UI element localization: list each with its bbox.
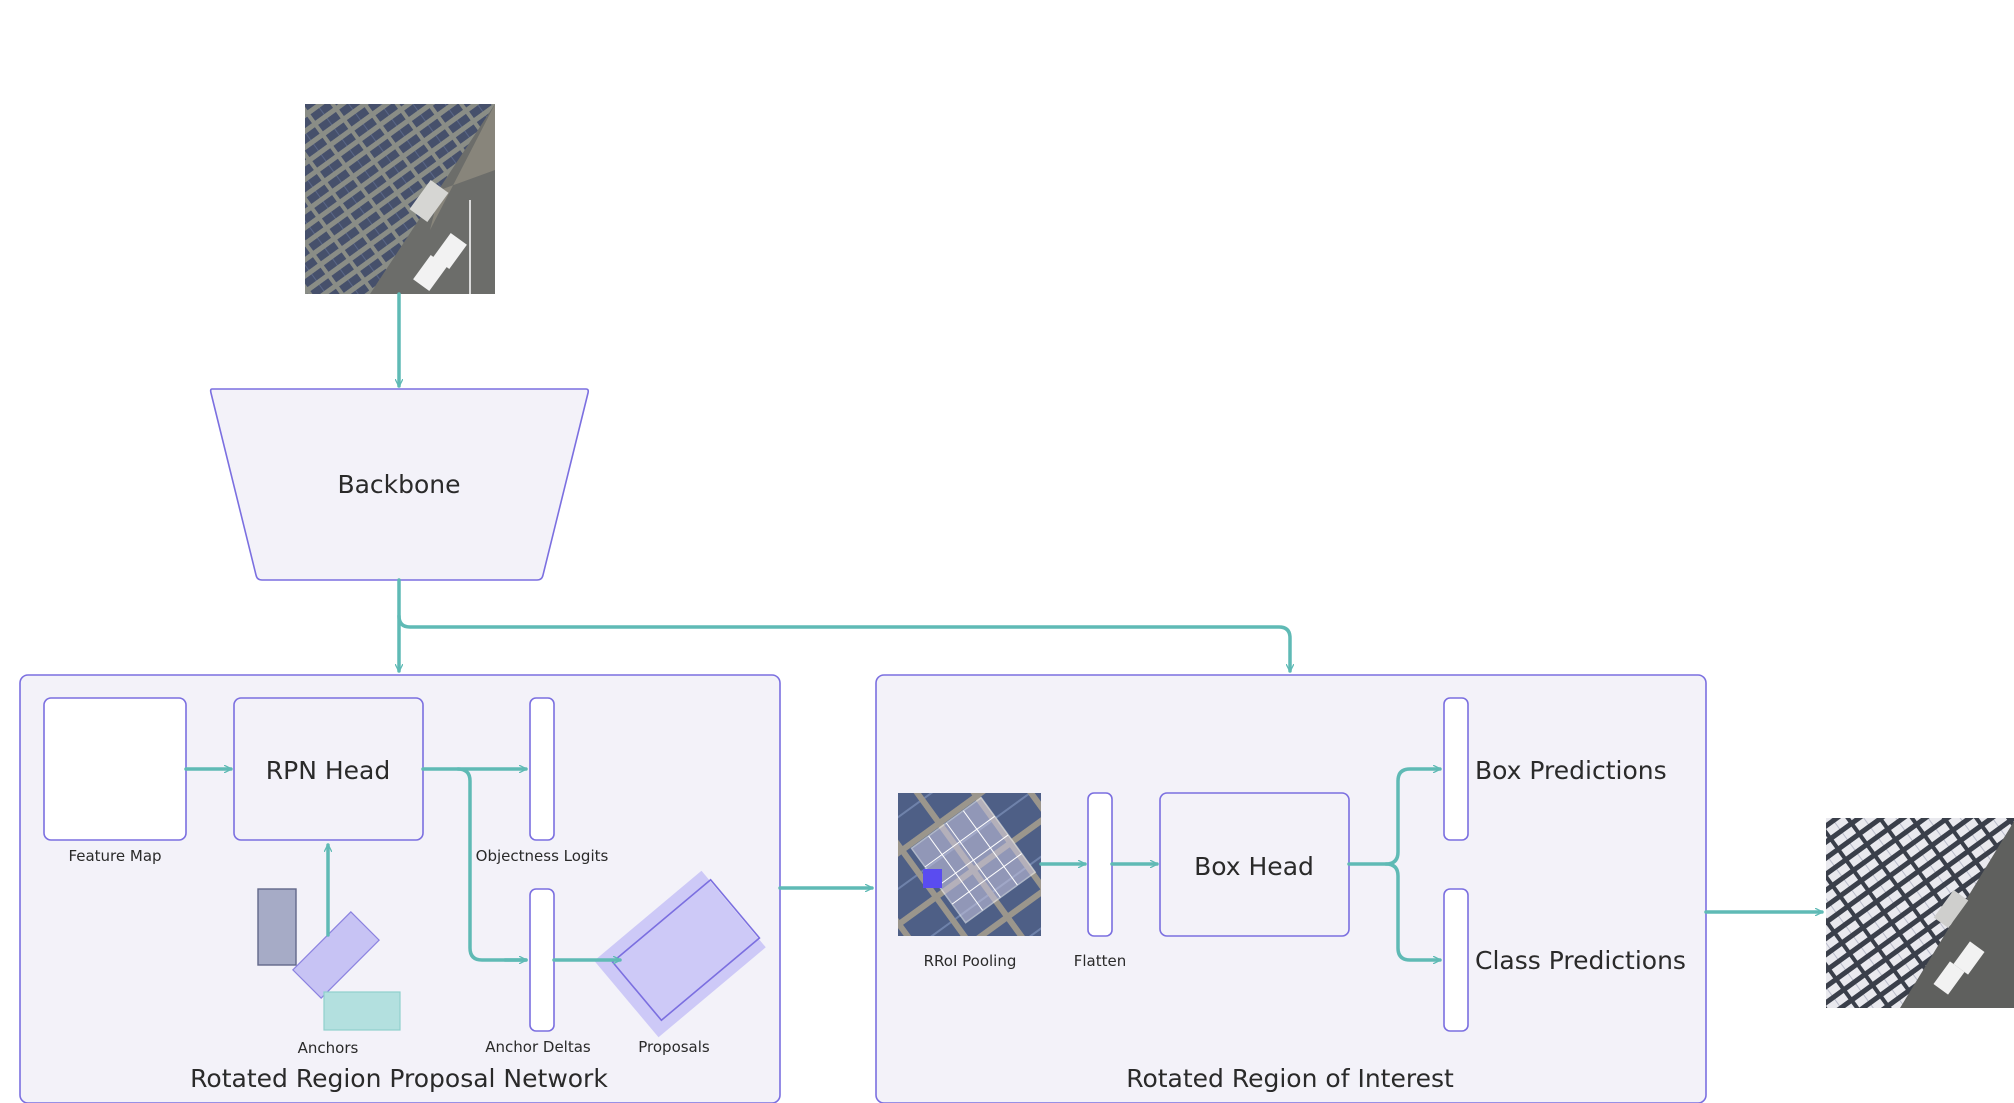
flatten-bar <box>1087 792 1113 937</box>
backbone-label: Backbone <box>337 470 460 499</box>
class-predictions-label: Class Predictions <box>1475 946 1686 975</box>
class-predictions-bar <box>1443 888 1469 1032</box>
rpn-panel <box>19 674 781 1103</box>
proposal-back <box>594 870 766 1038</box>
feature-map-box <box>43 697 187 841</box>
arrow-backbone-to-roi <box>397 614 1290 673</box>
arrow-rpnhead-to-deltas <box>456 767 528 962</box>
pooled-cell-highlight <box>923 869 942 888</box>
connectors <box>184 292 1824 962</box>
proposal-front <box>611 878 761 1022</box>
roi-title: Rotated Region of Interest <box>1126 1064 1454 1093</box>
input-image <box>305 104 495 294</box>
rroi-pooling-label: RRoI Pooling <box>924 952 1017 970</box>
box-predictions-bar <box>1443 697 1469 841</box>
flatten-label: Flatten <box>1074 952 1127 970</box>
rpn-head-label: RPN Head <box>266 756 390 785</box>
roi-panel <box>875 674 1707 1103</box>
objectness-logits-bar <box>529 697 555 841</box>
anchor-purple <box>292 911 380 999</box>
anchor-deltas-label: Anchor Deltas <box>485 1038 591 1056</box>
box-predictions-label: Box Predictions <box>1475 756 1667 785</box>
objectness-logits-label: Objectness Logits <box>476 847 609 865</box>
output-image <box>1826 818 2014 1008</box>
anchor-teal <box>323 991 401 1031</box>
rpn-title: Rotated Region Proposal Network <box>190 1064 608 1093</box>
box-head-label: Box Head <box>1194 852 1314 881</box>
arrow-boxhead-to-classpred <box>1384 862 1442 960</box>
rroi-pooling-image <box>898 793 1041 936</box>
anchor-gray <box>257 888 297 966</box>
feature-map-label: Feature Map <box>68 847 161 865</box>
proposals-label: Proposals <box>638 1038 710 1056</box>
backbone-node <box>209 388 590 581</box>
anchor-deltas-bar <box>529 888 555 1032</box>
anchors-label: Anchors <box>298 1039 359 1057</box>
